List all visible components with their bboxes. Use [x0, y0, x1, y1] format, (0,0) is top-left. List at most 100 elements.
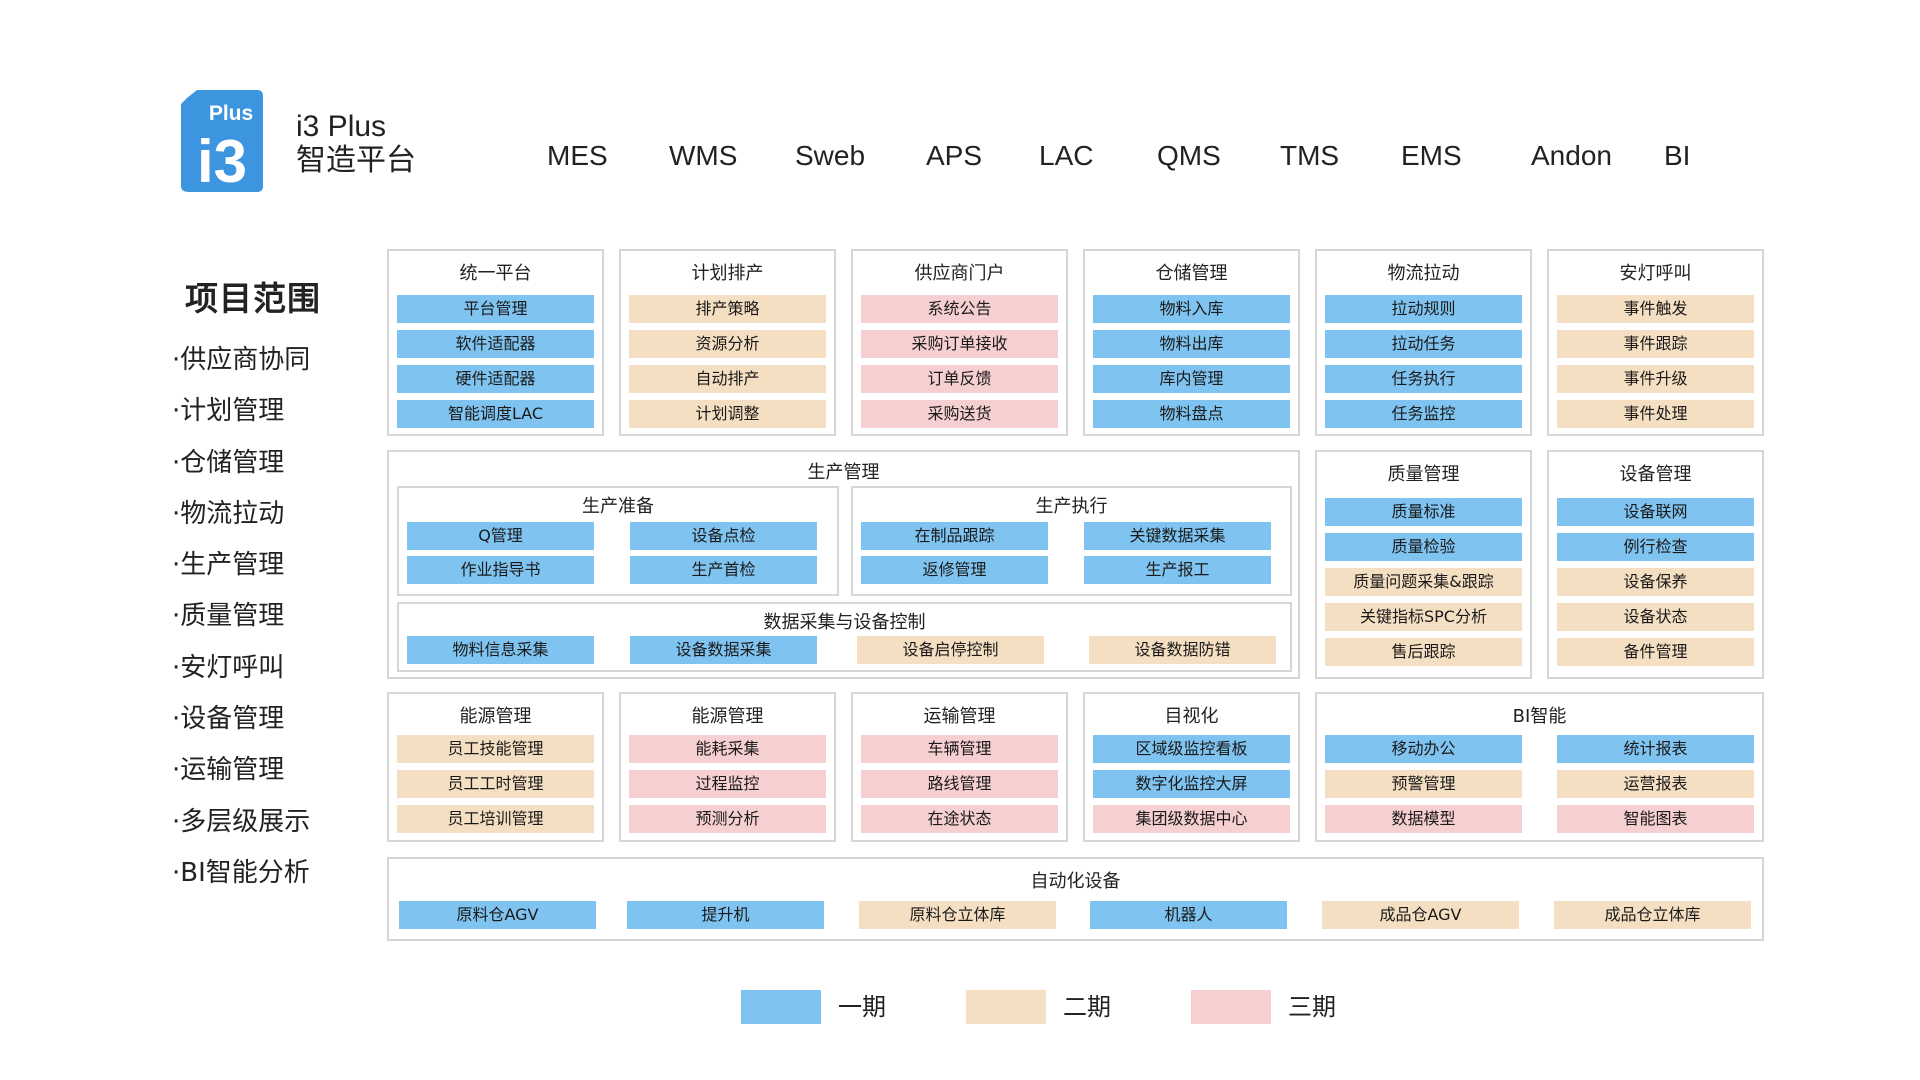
module-item[interactable]: 库内管理	[1093, 365, 1290, 393]
module-item[interactable]: 软件适配器	[397, 330, 594, 358]
module-item[interactable]: 运营报表	[1557, 770, 1754, 798]
module-item[interactable]: 物料盘点	[1093, 400, 1290, 428]
module-item[interactable]: 关键数据采集	[1084, 522, 1271, 550]
module-item[interactable]: 质量标准	[1325, 498, 1522, 526]
module-item[interactable]: 设备数据防错	[1089, 636, 1276, 664]
module-item[interactable]: 移动办公	[1325, 735, 1522, 763]
scope-list: ·供应商协同 ·计划管理 ·仓储管理 ·物流拉动 ·生产管理 ·质量管理 ·安灯…	[172, 340, 310, 904]
module-item[interactable]: 设备联网	[1557, 498, 1754, 526]
module-item[interactable]: 设备保养	[1557, 568, 1754, 596]
module-item[interactable]: 事件处理	[1557, 400, 1754, 428]
module-energy-b: 能源管理 能耗采集 过程监控 预测分析	[619, 692, 836, 842]
brand-subtitle: 智造平台	[296, 144, 416, 177]
module-item[interactable]: 任务执行	[1325, 365, 1522, 393]
module-item[interactable]: 物料入库	[1093, 295, 1290, 323]
module-title: 能源管理	[459, 706, 532, 727]
module-item[interactable]: 平台管理	[397, 295, 594, 323]
nav-lac[interactable]: LAC	[1039, 140, 1094, 171]
module-item[interactable]: 区域级监控看板	[1093, 735, 1290, 763]
nav-tms[interactable]: TMS	[1280, 140, 1340, 171]
module-item[interactable]: 数字化监控大屏	[1093, 770, 1290, 798]
module-item[interactable]: 能耗采集	[629, 735, 826, 763]
nav-qms[interactable]: QMS	[1157, 140, 1221, 171]
module-title: 物流拉动	[1387, 263, 1460, 284]
legend-label-phase2: 二期	[1063, 993, 1111, 1021]
brand: i3 Plus 智造平台	[296, 110, 416, 178]
module-item[interactable]: 例行检查	[1557, 533, 1754, 561]
module-item[interactable]: 排产策略	[629, 295, 826, 323]
module-item[interactable]: 关键指标SPC分析	[1325, 603, 1522, 631]
module-item[interactable]: 原料仓AGV	[399, 901, 596, 929]
nav-andon[interactable]: Andon	[1531, 140, 1612, 171]
nav-wms[interactable]: WMS	[669, 140, 738, 171]
module-item[interactable]: 预测分析	[629, 805, 826, 833]
module-title: BI智能	[1512, 706, 1567, 727]
module-item[interactable]: 质量检验	[1325, 533, 1522, 561]
nav-aps[interactable]: APS	[926, 140, 983, 171]
module-item[interactable]: 车辆管理	[861, 735, 1058, 763]
nav-sweb[interactable]: Sweb	[795, 140, 866, 171]
nav-bi[interactable]: BI	[1664, 140, 1691, 171]
module-item[interactable]: 物料信息采集	[407, 636, 594, 664]
module-equipment: 设备管理 设备联网 例行检查 设备保养 设备状态 备件管理	[1547, 450, 1764, 679]
module-item[interactable]: 采购送货	[861, 400, 1058, 428]
module-item[interactable]: 拉动任务	[1325, 330, 1522, 358]
module-item[interactable]: 设备点检	[630, 522, 817, 550]
module-item[interactable]: 集团级数据中心	[1093, 805, 1290, 833]
module-item[interactable]: 员工工时管理	[397, 770, 594, 798]
legend-swatch-phase2	[966, 990, 1046, 1024]
module-title: 目视化	[1164, 706, 1219, 727]
module-production: 生产管理 生产准备 Q管理 设备点检 作业指导书 生产首检 生产执行 在制品跟踪…	[387, 450, 1300, 679]
scope-item: ·计划管理	[172, 396, 285, 427]
module-item[interactable]: 在途状态	[861, 805, 1058, 833]
module-item[interactable]: 统计报表	[1557, 735, 1754, 763]
module-item[interactable]: 质量问题采集&跟踪	[1325, 568, 1522, 596]
module-item[interactable]: 任务监控	[1325, 400, 1522, 428]
module-item[interactable]: 设备数据采集	[630, 636, 817, 664]
legend-label-phase3: 三期	[1288, 993, 1336, 1021]
module-item[interactable]: 自动排产	[629, 365, 826, 393]
module-warehouse: 仓储管理 物料入库 物料出库 库内管理 物料盘点	[1083, 249, 1300, 436]
nav-mes[interactable]: MES	[547, 140, 608, 171]
nav-ems[interactable]: EMS	[1401, 140, 1462, 171]
module-item[interactable]: 设备状态	[1557, 603, 1754, 631]
module-title: 能源管理	[691, 706, 764, 727]
module-item[interactable]: 提升机	[627, 901, 824, 929]
module-item[interactable]: 生产报工	[1084, 556, 1271, 584]
module-item[interactable]: 订单反馈	[861, 365, 1058, 393]
module-title: 供应商门户	[914, 263, 1005, 284]
module-item[interactable]: 预警管理	[1325, 770, 1522, 798]
module-item[interactable]: Q管理	[407, 522, 594, 550]
module-title: 生产管理	[807, 462, 880, 483]
module-item[interactable]: 智能图表	[1557, 805, 1754, 833]
module-item[interactable]: 资源分析	[629, 330, 826, 358]
module-item[interactable]: 拉动规则	[1325, 295, 1522, 323]
module-item[interactable]: 设备启停控制	[857, 636, 1044, 664]
module-item[interactable]: 员工技能管理	[397, 735, 594, 763]
module-item[interactable]: 数据模型	[1325, 805, 1522, 833]
module-item[interactable]: 备件管理	[1557, 638, 1754, 666]
module-item[interactable]: 智能调度LAC	[397, 400, 594, 428]
module-item[interactable]: 采购订单接收	[861, 330, 1058, 358]
module-item[interactable]: 在制品跟踪	[861, 522, 1048, 550]
module-item[interactable]: 过程监控	[629, 770, 826, 798]
module-item[interactable]: 成品仓立体库	[1554, 901, 1751, 929]
module-item[interactable]: 售后跟踪	[1325, 638, 1522, 666]
module-item[interactable]: 生产首检	[630, 556, 817, 584]
module-item[interactable]: 事件升级	[1557, 365, 1754, 393]
module-item[interactable]: 原料仓立体库	[859, 901, 1056, 929]
module-item[interactable]: 机器人	[1090, 901, 1287, 929]
module-item[interactable]: 员工培训管理	[397, 805, 594, 833]
module-item[interactable]: 成品仓AGV	[1322, 901, 1519, 929]
module-item[interactable]: 事件触发	[1557, 295, 1754, 323]
module-item[interactable]: 事件跟踪	[1557, 330, 1754, 358]
module-item[interactable]: 物料出库	[1093, 330, 1290, 358]
module-item[interactable]: 返修管理	[861, 556, 1048, 584]
module-item[interactable]: 系统公告	[861, 295, 1058, 323]
module-title: 运输管理	[923, 706, 996, 727]
module-item[interactable]: 硬件适配器	[397, 365, 594, 393]
module-item[interactable]: 路线管理	[861, 770, 1058, 798]
module-item[interactable]: 作业指导书	[407, 556, 594, 584]
module-item[interactable]: 计划调整	[629, 400, 826, 428]
scope-item: ·设备管理	[172, 704, 285, 735]
